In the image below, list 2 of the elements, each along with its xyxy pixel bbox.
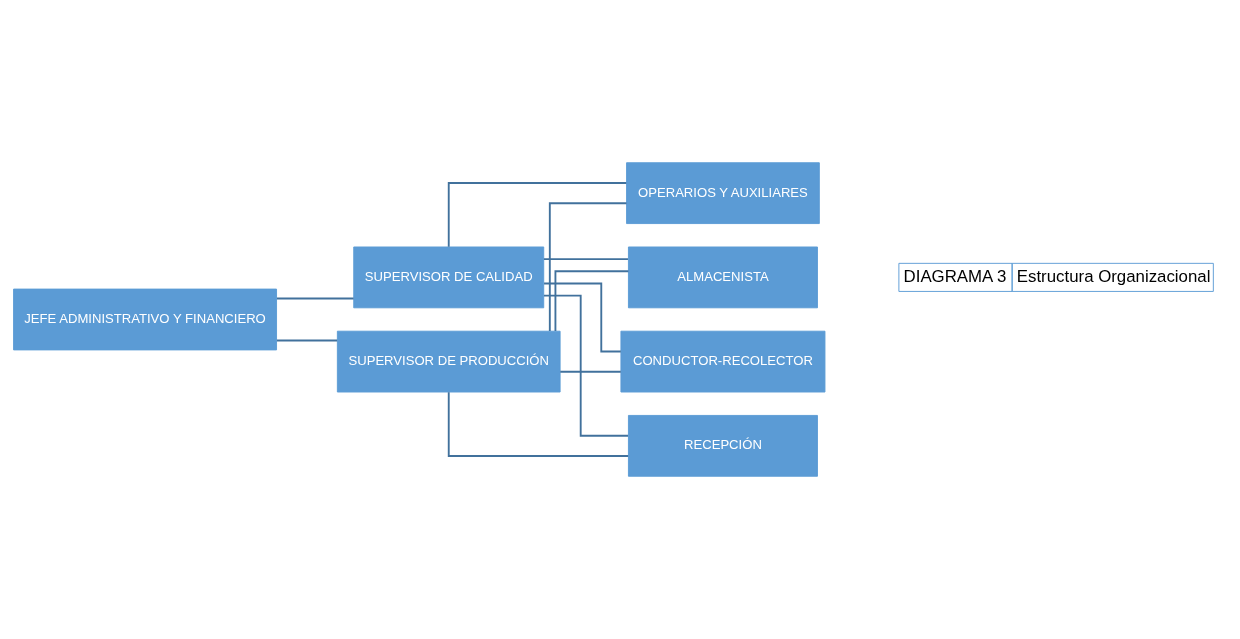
label: Estructura Organizacional (1016, 266, 1211, 286)
label: DIAGRAMA 3 (903, 266, 1007, 286)
